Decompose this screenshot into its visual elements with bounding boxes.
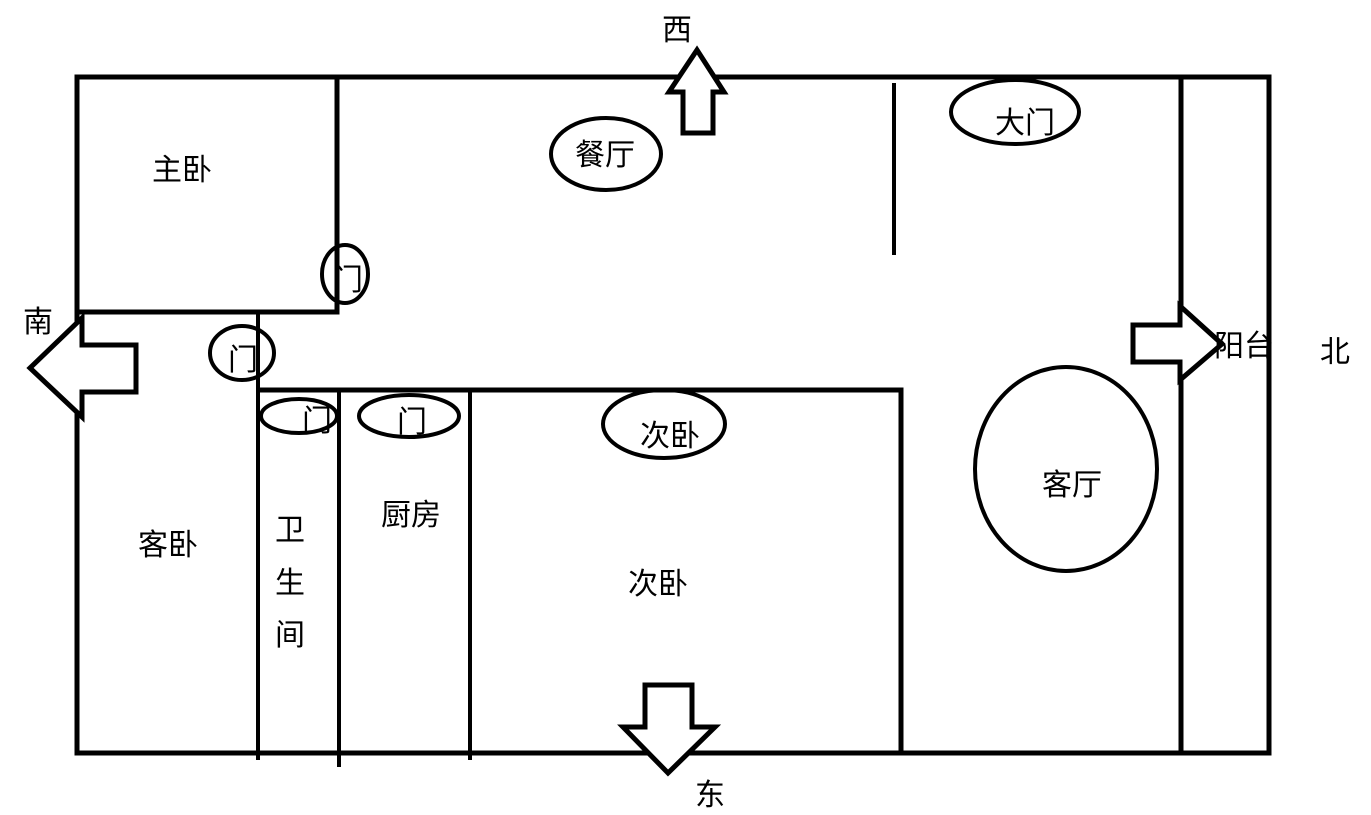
main-door-label: 大门 [995, 106, 1055, 141]
living-room-oval [973, 365, 1159, 573]
kitchen-door-oval [357, 393, 461, 439]
balcony-label: 阳台 [1214, 329, 1274, 364]
master-door-label: 门 [333, 263, 363, 298]
guest-door-label: 门 [228, 343, 258, 378]
second-bedroom-door-label: 次卧 [640, 419, 700, 454]
bathroom-door-oval [259, 397, 339, 435]
master-bedroom-label: 主卧 [152, 153, 212, 188]
outer-wall [74, 74, 1272, 756]
bathroom-label-1: 卫 [275, 513, 305, 548]
west-arrow [664, 45, 729, 136]
master-door-oval [320, 243, 370, 305]
bathroom-label-3: 间 [275, 618, 305, 653]
guest-bedroom-label: 客卧 [138, 528, 198, 563]
east-label: 东 [695, 778, 725, 813]
living-room-label: 客厅 [1042, 468, 1102, 503]
west-label: 西 [662, 13, 692, 48]
guest-door-oval [208, 324, 276, 382]
east-arrow [617, 682, 722, 777]
second-bedroom-label: 次卧 [628, 567, 688, 602]
dining-room-oval [549, 116, 663, 192]
north-label: 北 [1320, 335, 1350, 370]
south-arrow [26, 312, 139, 423]
north-arrow [1130, 300, 1226, 386]
bathroom-door-label: 门 [302, 404, 332, 439]
bathroom-label-2: 生 [275, 566, 305, 601]
south-label: 南 [23, 305, 53, 340]
second-bedroom-door-oval [601, 388, 727, 460]
kitchen-door-label: 门 [397, 405, 427, 440]
dining-room-label: 餐厅 [575, 138, 635, 173]
kitchen-label: 厨房 [381, 498, 441, 533]
main-door-oval [949, 78, 1081, 146]
